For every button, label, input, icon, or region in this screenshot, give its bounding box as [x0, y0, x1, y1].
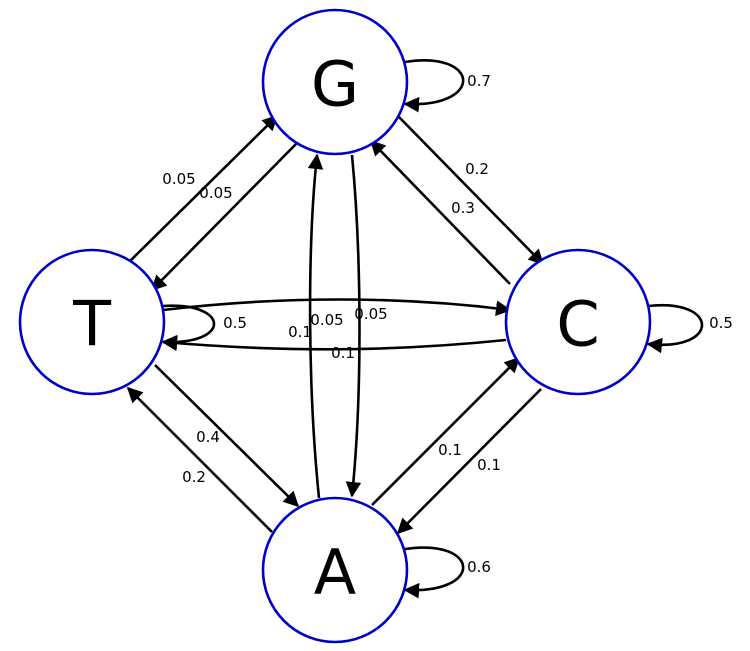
node-a: A	[261, 496, 409, 644]
edge-c-to-a	[396, 388, 542, 535]
edge-label-a-to-g: 0.1	[288, 323, 312, 341]
edge-label-t-to-c: 0.05	[354, 305, 387, 323]
node-label-c: C	[556, 288, 599, 361]
edge-label-g-to-c: 0.2	[465, 160, 489, 178]
edge-g-to-g	[403, 59, 465, 113]
edge-a-to-g	[307, 153, 324, 499]
edge-label-c-to-t: 0.1	[331, 344, 355, 362]
edge-g-to-a	[345, 154, 362, 498]
edge-t-to-g	[128, 114, 279, 263]
edge-c-to-g	[369, 139, 511, 285]
edge-c-to-t	[161, 335, 507, 351]
edge-label-c-to-g: 0.3	[451, 199, 475, 217]
edge-g-to-c	[397, 115, 545, 266]
edge-t-to-t	[161, 304, 216, 351]
node-circle-g	[261, 8, 409, 156]
edge-label-c-to-a: 0.1	[477, 456, 501, 474]
edge-label-g-to-g: 0.7	[467, 72, 491, 90]
edge-t-to-a	[154, 364, 300, 508]
node-circle-c	[504, 248, 652, 396]
node-c: C	[504, 248, 652, 396]
node-t: T	[18, 248, 166, 396]
edge-a-to-c	[371, 356, 521, 506]
node-g: G	[261, 8, 409, 156]
edge-label-c-to-c: 0.5	[709, 314, 733, 332]
edge-a-to-t	[126, 386, 273, 533]
edge-label-t-to-a: 0.4	[196, 428, 220, 446]
edges-layer	[126, 59, 704, 599]
node-circle-t	[18, 248, 166, 396]
edge-g-to-t	[150, 142, 298, 292]
edge-label-a-to-t: 0.2	[182, 468, 206, 486]
node-label-g: G	[311, 48, 359, 121]
edge-label-t-to-g: 0.05	[162, 170, 195, 188]
edge-t-to-c	[162, 298, 512, 316]
edge-label-a-to-a: 0.6	[467, 558, 491, 576]
edge-label-g-to-a: 0.05	[310, 311, 343, 329]
edge-label-a-to-c: 0.1	[438, 441, 462, 459]
edge-c-to-c	[646, 303, 704, 354]
edge-a-to-a	[403, 546, 465, 599]
node-label-a: A	[314, 536, 356, 609]
node-circle-a	[261, 496, 409, 644]
edge-label-g-to-t: 0.05	[199, 184, 232, 202]
nodes-layer: G T C A	[18, 8, 652, 644]
edge-label-t-to-t: 0.5	[223, 314, 247, 332]
node-label-t: T	[72, 288, 112, 361]
